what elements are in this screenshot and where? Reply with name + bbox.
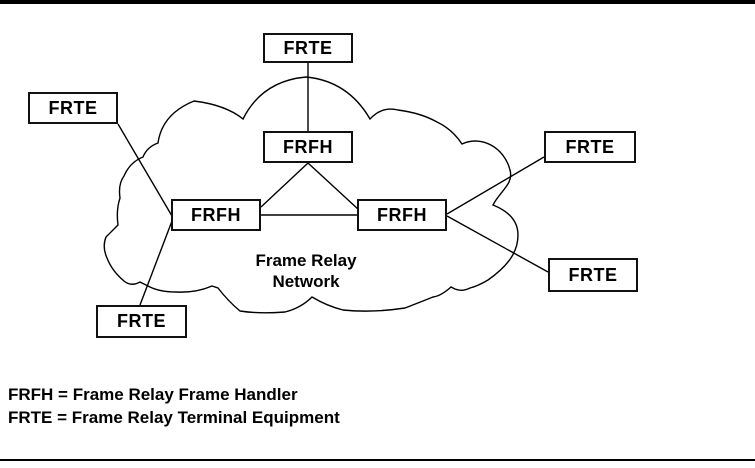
cloud-title: Frame Relay Network	[226, 250, 386, 292]
legend: FRFH = Frame Relay Frame Handler FRTE = …	[8, 383, 340, 429]
node-frfh-top: FRFH	[263, 131, 353, 163]
node-frfh-left: FRFH	[171, 199, 261, 231]
network-cloud-outline	[103, 76, 519, 314]
node-label: FRTE	[565, 136, 615, 157]
node-frfh-right: FRFH	[357, 199, 447, 231]
node-label: FRTE	[283, 37, 333, 58]
link-frfh-right-to-frte-right-top	[446, 156, 545, 215]
legend-frte-definition: FRTE = Frame Relay Terminal Equipment	[8, 408, 340, 427]
node-frte-left: FRTE	[28, 92, 118, 124]
link-frfh-top-to-frfh-right	[307, 162, 360, 211]
node-label: FRTE	[48, 97, 98, 118]
node-frte-right-bottom: FRTE	[548, 258, 638, 292]
bottom-rule	[0, 459, 755, 461]
link-frte-bottom-left-to-frfh-left	[139, 220, 173, 306]
link-frfh-right-to-frte-right-bottom	[446, 215, 549, 273]
link-frte-left-to-frfh-left	[117, 123, 173, 217]
node-frte-top: FRTE	[263, 33, 353, 63]
node-label: FRFH	[191, 204, 241, 225]
cloud-title-line2: Network	[272, 272, 340, 291]
node-label: FRTE	[117, 311, 166, 331]
cloud-title-line1: Frame Relay	[255, 251, 357, 270]
node-frte-right-top: FRTE	[544, 131, 636, 163]
node-frte-bottom-left: FRTE	[96, 305, 187, 338]
node-label: FRFH	[377, 204, 427, 225]
link-frfh-top-to-frfh-left	[260, 162, 309, 208]
legend-frfh-definition: FRFH = Frame Relay Frame Handler	[8, 385, 298, 404]
node-label: FRTE	[568, 264, 618, 285]
top-rule	[0, 0, 755, 4]
node-label: FRFH	[283, 136, 333, 157]
